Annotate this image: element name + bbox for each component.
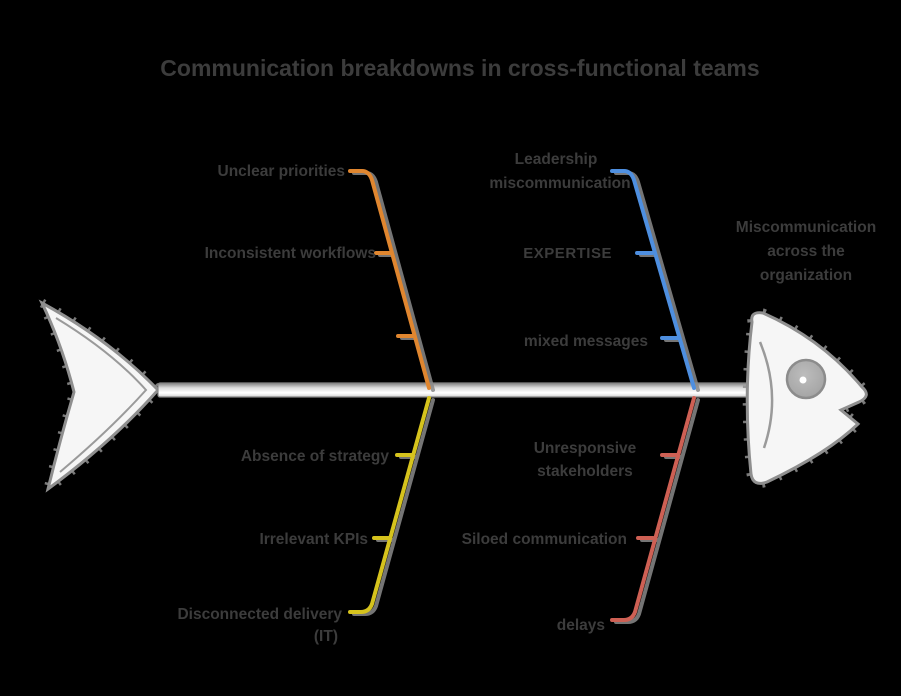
cause-label-bottom-right-3: delays	[557, 617, 605, 634]
cause-label-bottom-right-2: Siloed communication	[462, 531, 627, 548]
cause-label-top-right-2: EXPERTISE	[523, 245, 612, 262]
fish-spine	[157, 382, 749, 398]
head-label-line1: Miscommunication	[736, 219, 876, 236]
fish-tail	[31, 292, 165, 500]
cause-label-top-left-2: Inconsistent workflows	[205, 245, 376, 262]
fish-eye-highlight	[799, 376, 807, 384]
cause-label-bottom-left-3-line1: Disconnected delivery	[177, 606, 342, 623]
head-label-line2: across the	[767, 243, 845, 260]
head-label-line3: organization	[760, 267, 852, 284]
cause-label-bottom-right-1-line2: stakeholders	[537, 463, 633, 480]
cause-label-top-right-1-line2: miscommunication	[489, 175, 630, 192]
diagram-title: Communication breakdowns in cross-functi…	[160, 55, 759, 81]
bone-bottom-right	[610, 396, 696, 622]
cause-label-bottom-left-3-line2: (IT)	[314, 628, 338, 645]
bones	[348, 169, 700, 624]
fish-tail-inner-line	[55, 317, 148, 473]
cause-label-bottom-left-2: Irrelevant KPIs	[259, 531, 368, 548]
cause-label-top-left-1: Unclear priorities	[218, 163, 346, 180]
cause-label-top-right-1-line1: Leadership	[515, 151, 598, 168]
fish-gill-line	[758, 341, 774, 449]
bone-top-left	[348, 169, 431, 390]
bone-top-right	[610, 169, 696, 390]
cause-label-bottom-left-1: Absence of strategy	[241, 448, 390, 465]
cause-label-bottom-right-1-line1: Unresponsive	[534, 440, 637, 457]
fish-head	[742, 308, 871, 488]
fish-tail-body	[38, 299, 161, 493]
cause-label-top-right-3: mixed messages	[524, 333, 648, 350]
bone-bottom-left	[348, 396, 431, 614]
